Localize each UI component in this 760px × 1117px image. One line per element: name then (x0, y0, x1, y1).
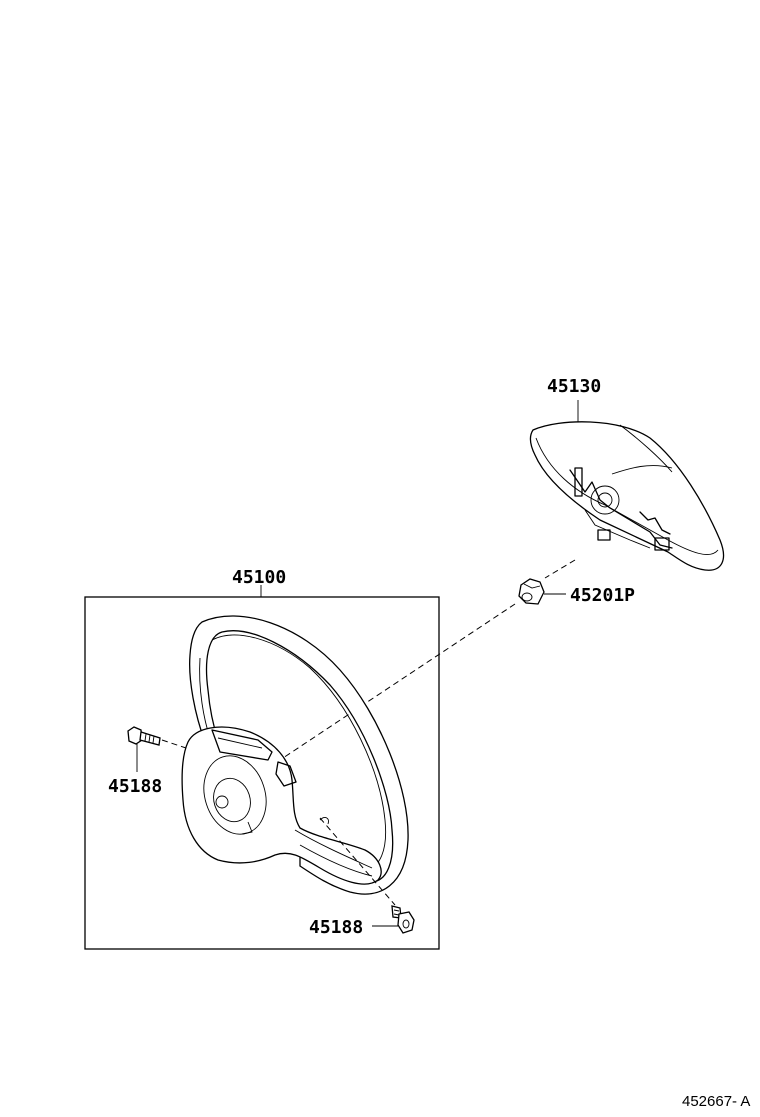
steering-wheel-label: 45100 (232, 567, 286, 588)
alignment-line-nut (282, 603, 516, 759)
left-bolt-drawing (127, 726, 161, 746)
alignment-line-pad (544, 559, 576, 579)
bottom-bolt-drawing (391, 905, 415, 934)
alignment-line-left-bolt (161, 739, 187, 749)
bottom-bolt-label: 45188 (309, 917, 363, 938)
nut-drawing (518, 578, 545, 605)
airbag-pad-label: 45130 (547, 376, 601, 397)
figure-code: 452667- A (682, 1093, 750, 1110)
left-bolt-label: 45188 (108, 776, 162, 797)
steering-wheel-drawing (181, 615, 409, 895)
steering-wheel-frame (84, 596, 440, 950)
alignment-line-bottom-bolt (319, 817, 396, 906)
nut-label: 45201P (570, 585, 635, 606)
airbag-pad-drawing (529, 421, 725, 571)
